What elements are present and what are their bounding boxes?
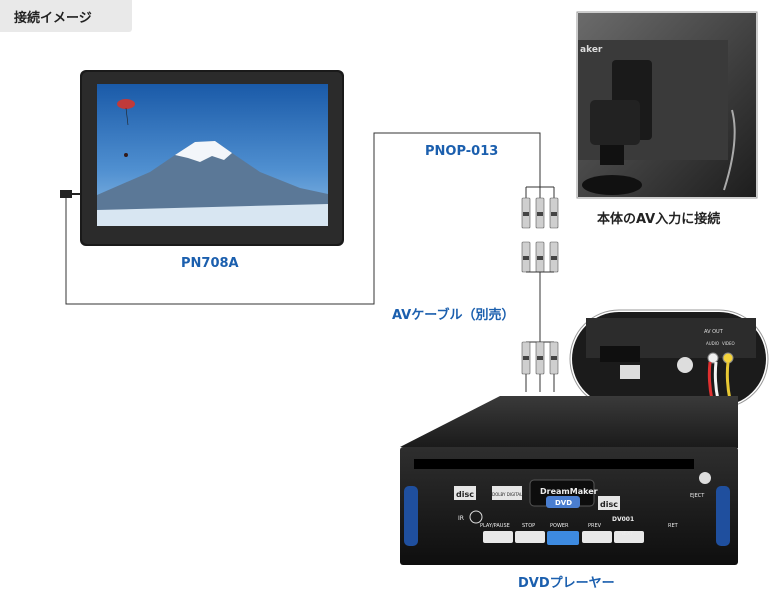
rca-plugs-lower: [521, 341, 559, 392]
disc-logo-right: disc: [600, 500, 618, 509]
panel-label-av-out: AV OUT: [704, 329, 724, 335]
inset-caption: 本体のAV入力に接続: [597, 212, 721, 227]
rca-plugs-upper: [521, 186, 559, 273]
power-connector-icon: [60, 190, 80, 198]
panel-label-video: VIDEO: [722, 341, 735, 346]
dvd-player-label: DVDプレーヤー: [518, 576, 615, 591]
inset-photo-monitor-back: aker: [576, 11, 758, 199]
panel-label-audio: AUDIO: [706, 341, 719, 346]
disc-logo-left: disc: [456, 490, 474, 499]
btn-prev-label: PREV: [588, 523, 602, 529]
monitor-label: PN708A: [181, 256, 239, 271]
connection-lines: [65, 132, 541, 342]
btn-power-label: POWER: [550, 523, 569, 529]
av-cable-label: AVケーブル（別売）: [392, 308, 515, 323]
dvd-player: [400, 396, 738, 565]
dvd-brand: DreamMaker: [540, 487, 598, 496]
dolby-logo: DOLBY DIGITAL: [492, 492, 523, 497]
dvd-front-buttons: [483, 531, 644, 545]
header-tab: 接続イメージ: [0, 0, 132, 32]
cable-model-label: PNOP-013: [425, 144, 499, 159]
btn-next-label: NEXT: [620, 531, 634, 537]
btn-play-pause-label: PLAY/PAUSE: [480, 523, 510, 529]
dvd-logo: DVD: [555, 499, 572, 507]
svg-text:aker: aker: [580, 45, 603, 55]
header-title: 接続イメージ: [14, 11, 92, 26]
dvd-ir: IR: [458, 515, 464, 522]
inset-photo-dvd-back: AV OUT AUDIO VIDEO: [569, 309, 769, 409]
btn-ret-label: RET: [668, 523, 679, 529]
dvd-model: DV001: [612, 516, 634, 523]
dvd-front-text: DreamMaker DVD disc disc DOLBY DIGITAL I…: [456, 487, 705, 537]
btn-stop-label: STOP: [522, 523, 535, 529]
dvd-eject: EJECT: [690, 493, 705, 499]
monitor: [80, 70, 344, 246]
